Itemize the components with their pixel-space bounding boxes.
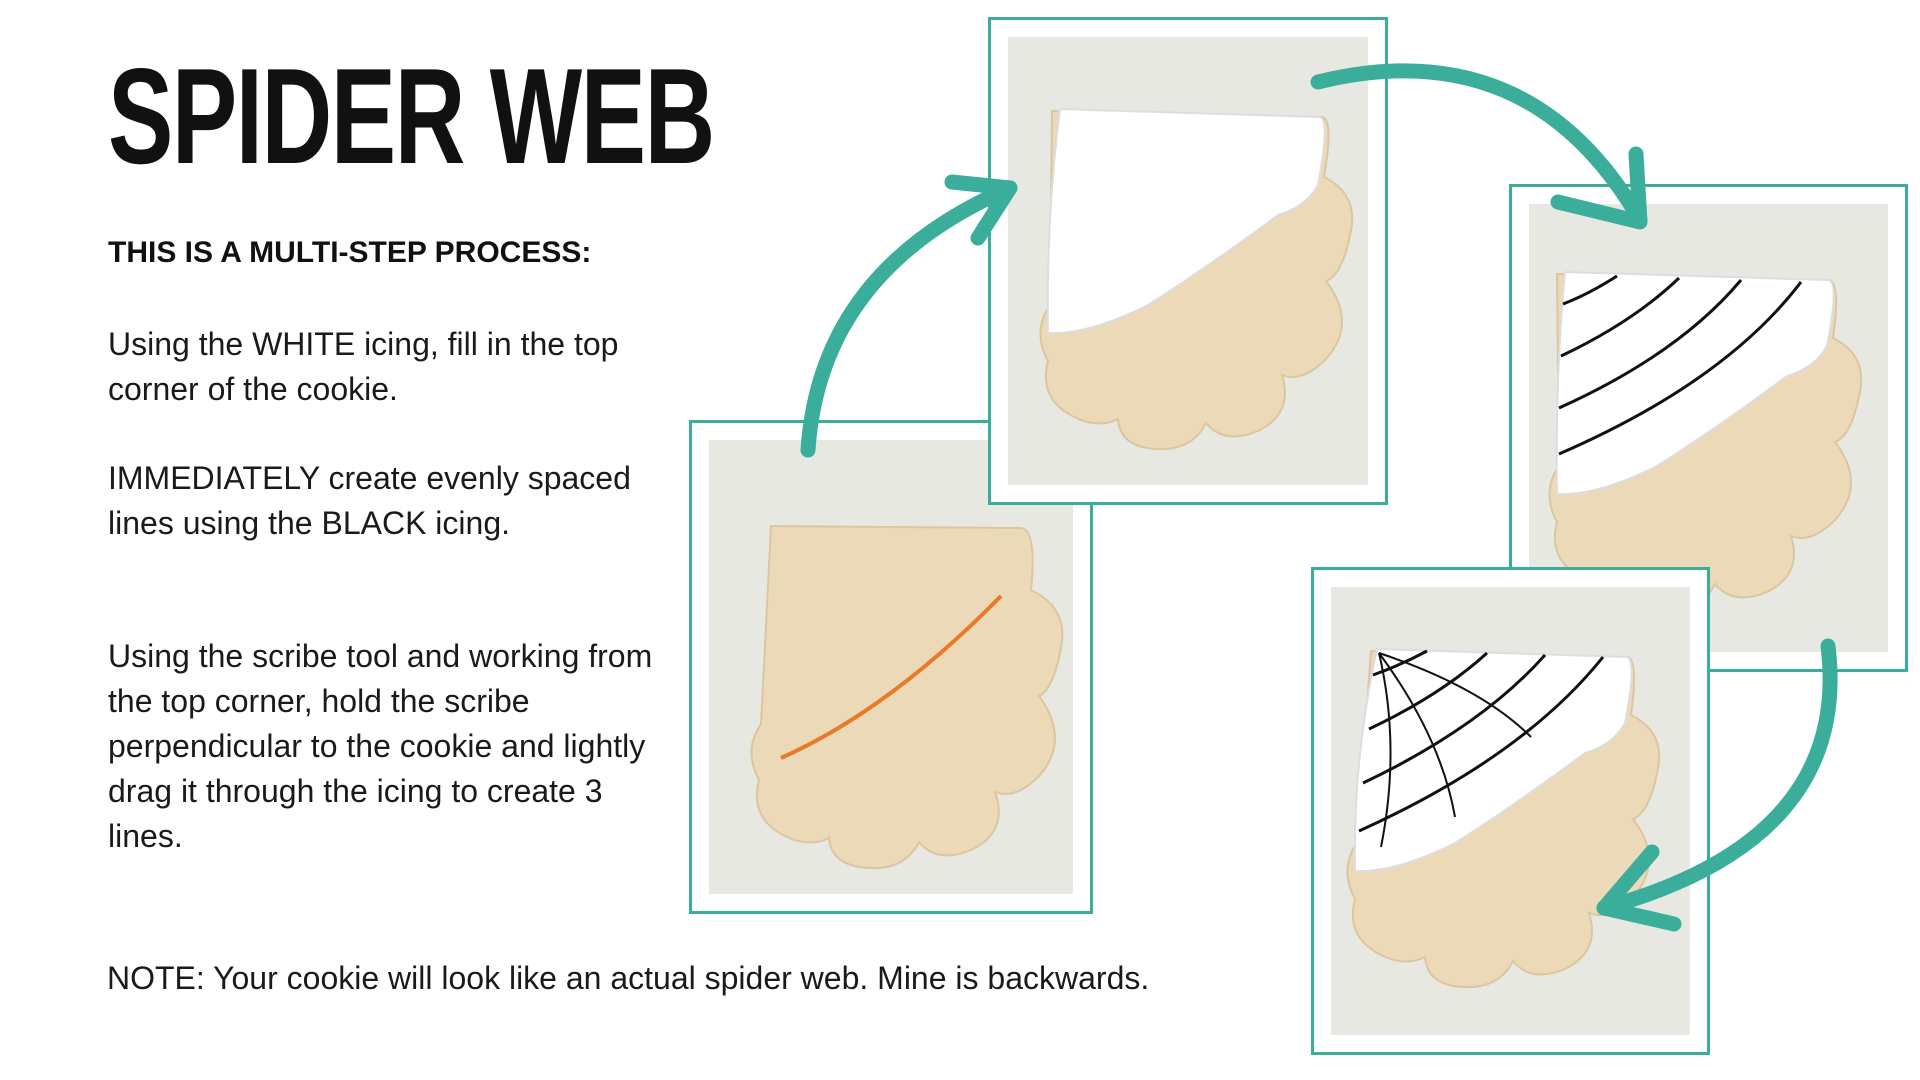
process-subheading: THIS IS A MULTI-STEP PROCESS: <box>108 236 592 269</box>
cookie-white-flood-photo <box>1008 37 1368 485</box>
step-4-photo-frame <box>1311 567 1710 1055</box>
page-title: SPIDER WEB <box>108 40 715 192</box>
cookie-plain-guide-line-photo <box>709 440 1073 894</box>
note-text: NOTE: Your cookie will look like an actu… <box>107 960 1150 996</box>
cookie-spider-web-photo <box>1331 587 1690 1035</box>
step-2-instruction: IMMEDIATELY create evenly spaced lines u… <box>108 460 631 541</box>
arrow-step-1-to-2 <box>800 180 1018 458</box>
step-1-instruction: Using the WHITE icing, fill in the top c… <box>108 326 619 407</box>
step-2-photo-frame <box>988 17 1388 505</box>
step-3-instruction: Using the scribe tool and working from t… <box>108 638 653 854</box>
